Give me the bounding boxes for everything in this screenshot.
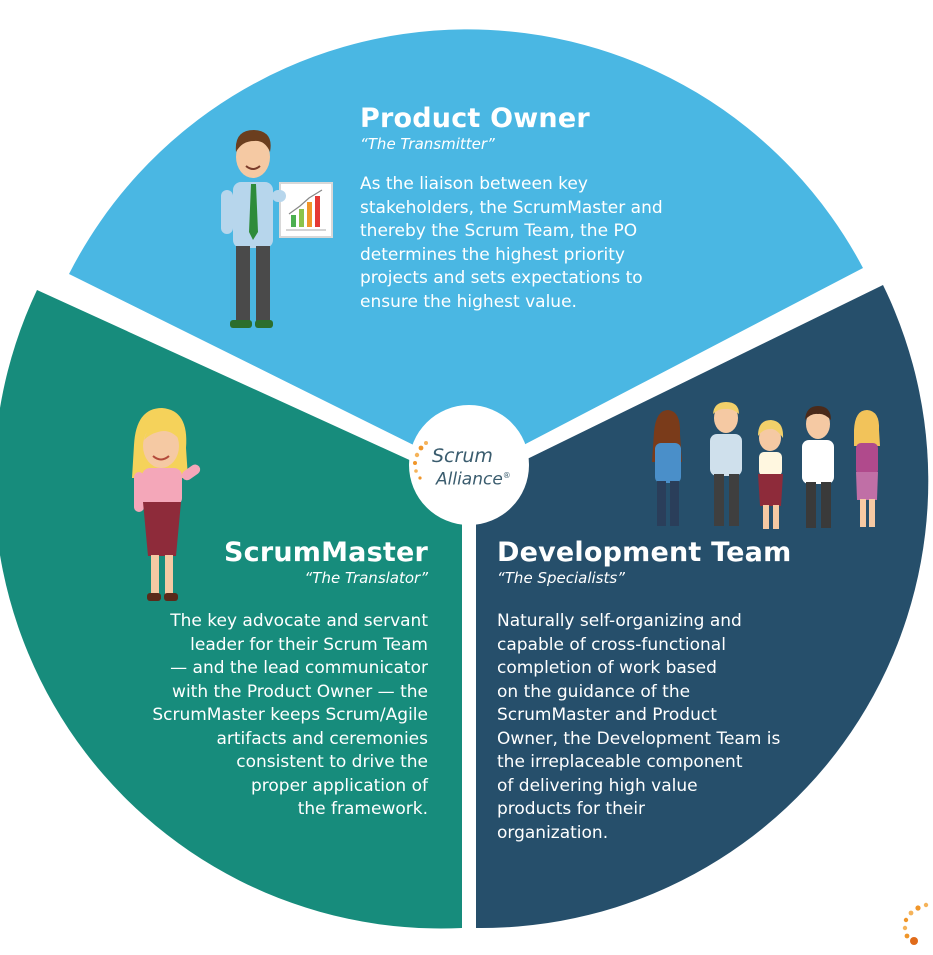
development-team-line: organization. <box>497 822 609 843</box>
product-owner-line: stakeholders, the ScrumMaster and <box>360 197 663 218</box>
development-team-description: Naturally self-organizing and capable of… <box>497 610 791 845</box>
development-team-line: of delivering high value <box>497 775 698 796</box>
scrummaster-title: ScrumMaster <box>223 537 428 568</box>
scrummaster-description: The key advocate and servant leader for … <box>152 610 428 822</box>
scrummaster-line: proper application of <box>250 775 428 796</box>
development-team-line: ScrumMaster and Product <box>497 705 717 725</box>
development-team-line: completion of work based <box>497 658 717 678</box>
scrummaster-line: leader for their Scrum Team <box>190 634 428 655</box>
scrummaster-sector <box>0 290 462 929</box>
product-owner-subtitle: “The Transmitter” <box>360 135 495 153</box>
development-team-line: capable of cross-functional <box>497 634 726 655</box>
development-team-line: the irreplaceable component <box>497 752 743 772</box>
development-team-line: on the guidance of the <box>497 681 691 702</box>
product-owner-line: As the liaison between key <box>360 174 588 194</box>
registered-mark: ® <box>502 471 511 480</box>
scrummaster-line: The key advocate and servant <box>170 611 428 631</box>
development-team-illustration <box>652 402 880 529</box>
development-team-line: Owner, the Development Team is <box>497 728 781 749</box>
product-owner-line: ensure the highest value. <box>360 291 577 312</box>
scrummaster-block: ScrumMaster “The Translator” The key adv… <box>152 537 428 822</box>
logo-text-alliance: Alliance® <box>436 466 511 490</box>
scrummaster-subtitle: “The Translator” <box>304 569 428 587</box>
scrummaster-line: ScrumMaster keeps Scrum/Agile <box>152 705 428 725</box>
logo-text-alliance-word: Alliance <box>436 469 503 490</box>
development-team-subtitle: “The Specialists” <box>497 569 625 587</box>
development-team-line: products for their <box>497 799 646 819</box>
product-owner-line: projects and sets expectations to <box>360 268 643 288</box>
scrummaster-line: — and the lead communicator <box>170 658 428 678</box>
development-team-line: Naturally self-organizing and <box>497 611 742 631</box>
development-team-title: Development Team <box>497 537 792 568</box>
scrummaster-line: artifacts and ceremonies <box>216 728 428 749</box>
product-owner-line: determines the highest priority <box>360 244 625 265</box>
corner-logo-mark <box>902 902 929 945</box>
product-owner-line: thereby the Scrum Team, the PO <box>360 221 638 241</box>
scrummaster-illustration <box>132 408 201 601</box>
product-owner-title: Product Owner <box>360 103 590 134</box>
scrummaster-line: consistent to drive the <box>236 752 428 772</box>
scrummaster-line: with the Product Owner — the <box>172 681 428 702</box>
product-owner-block: Product Owner “The Transmitter” As the l… <box>360 103 663 314</box>
development-team-block: Development Team “The Specialists” Natur… <box>497 537 791 845</box>
scrum-alliance-logo-mark <box>413 441 428 480</box>
product-owner-description: As the liaison between key stakeholders,… <box>360 173 663 314</box>
logo-text-scrum: Scrum <box>432 445 493 467</box>
logo-circle <box>409 405 529 525</box>
product-owner-illustration <box>221 130 333 328</box>
scrummaster-line: the framework. <box>297 799 428 819</box>
